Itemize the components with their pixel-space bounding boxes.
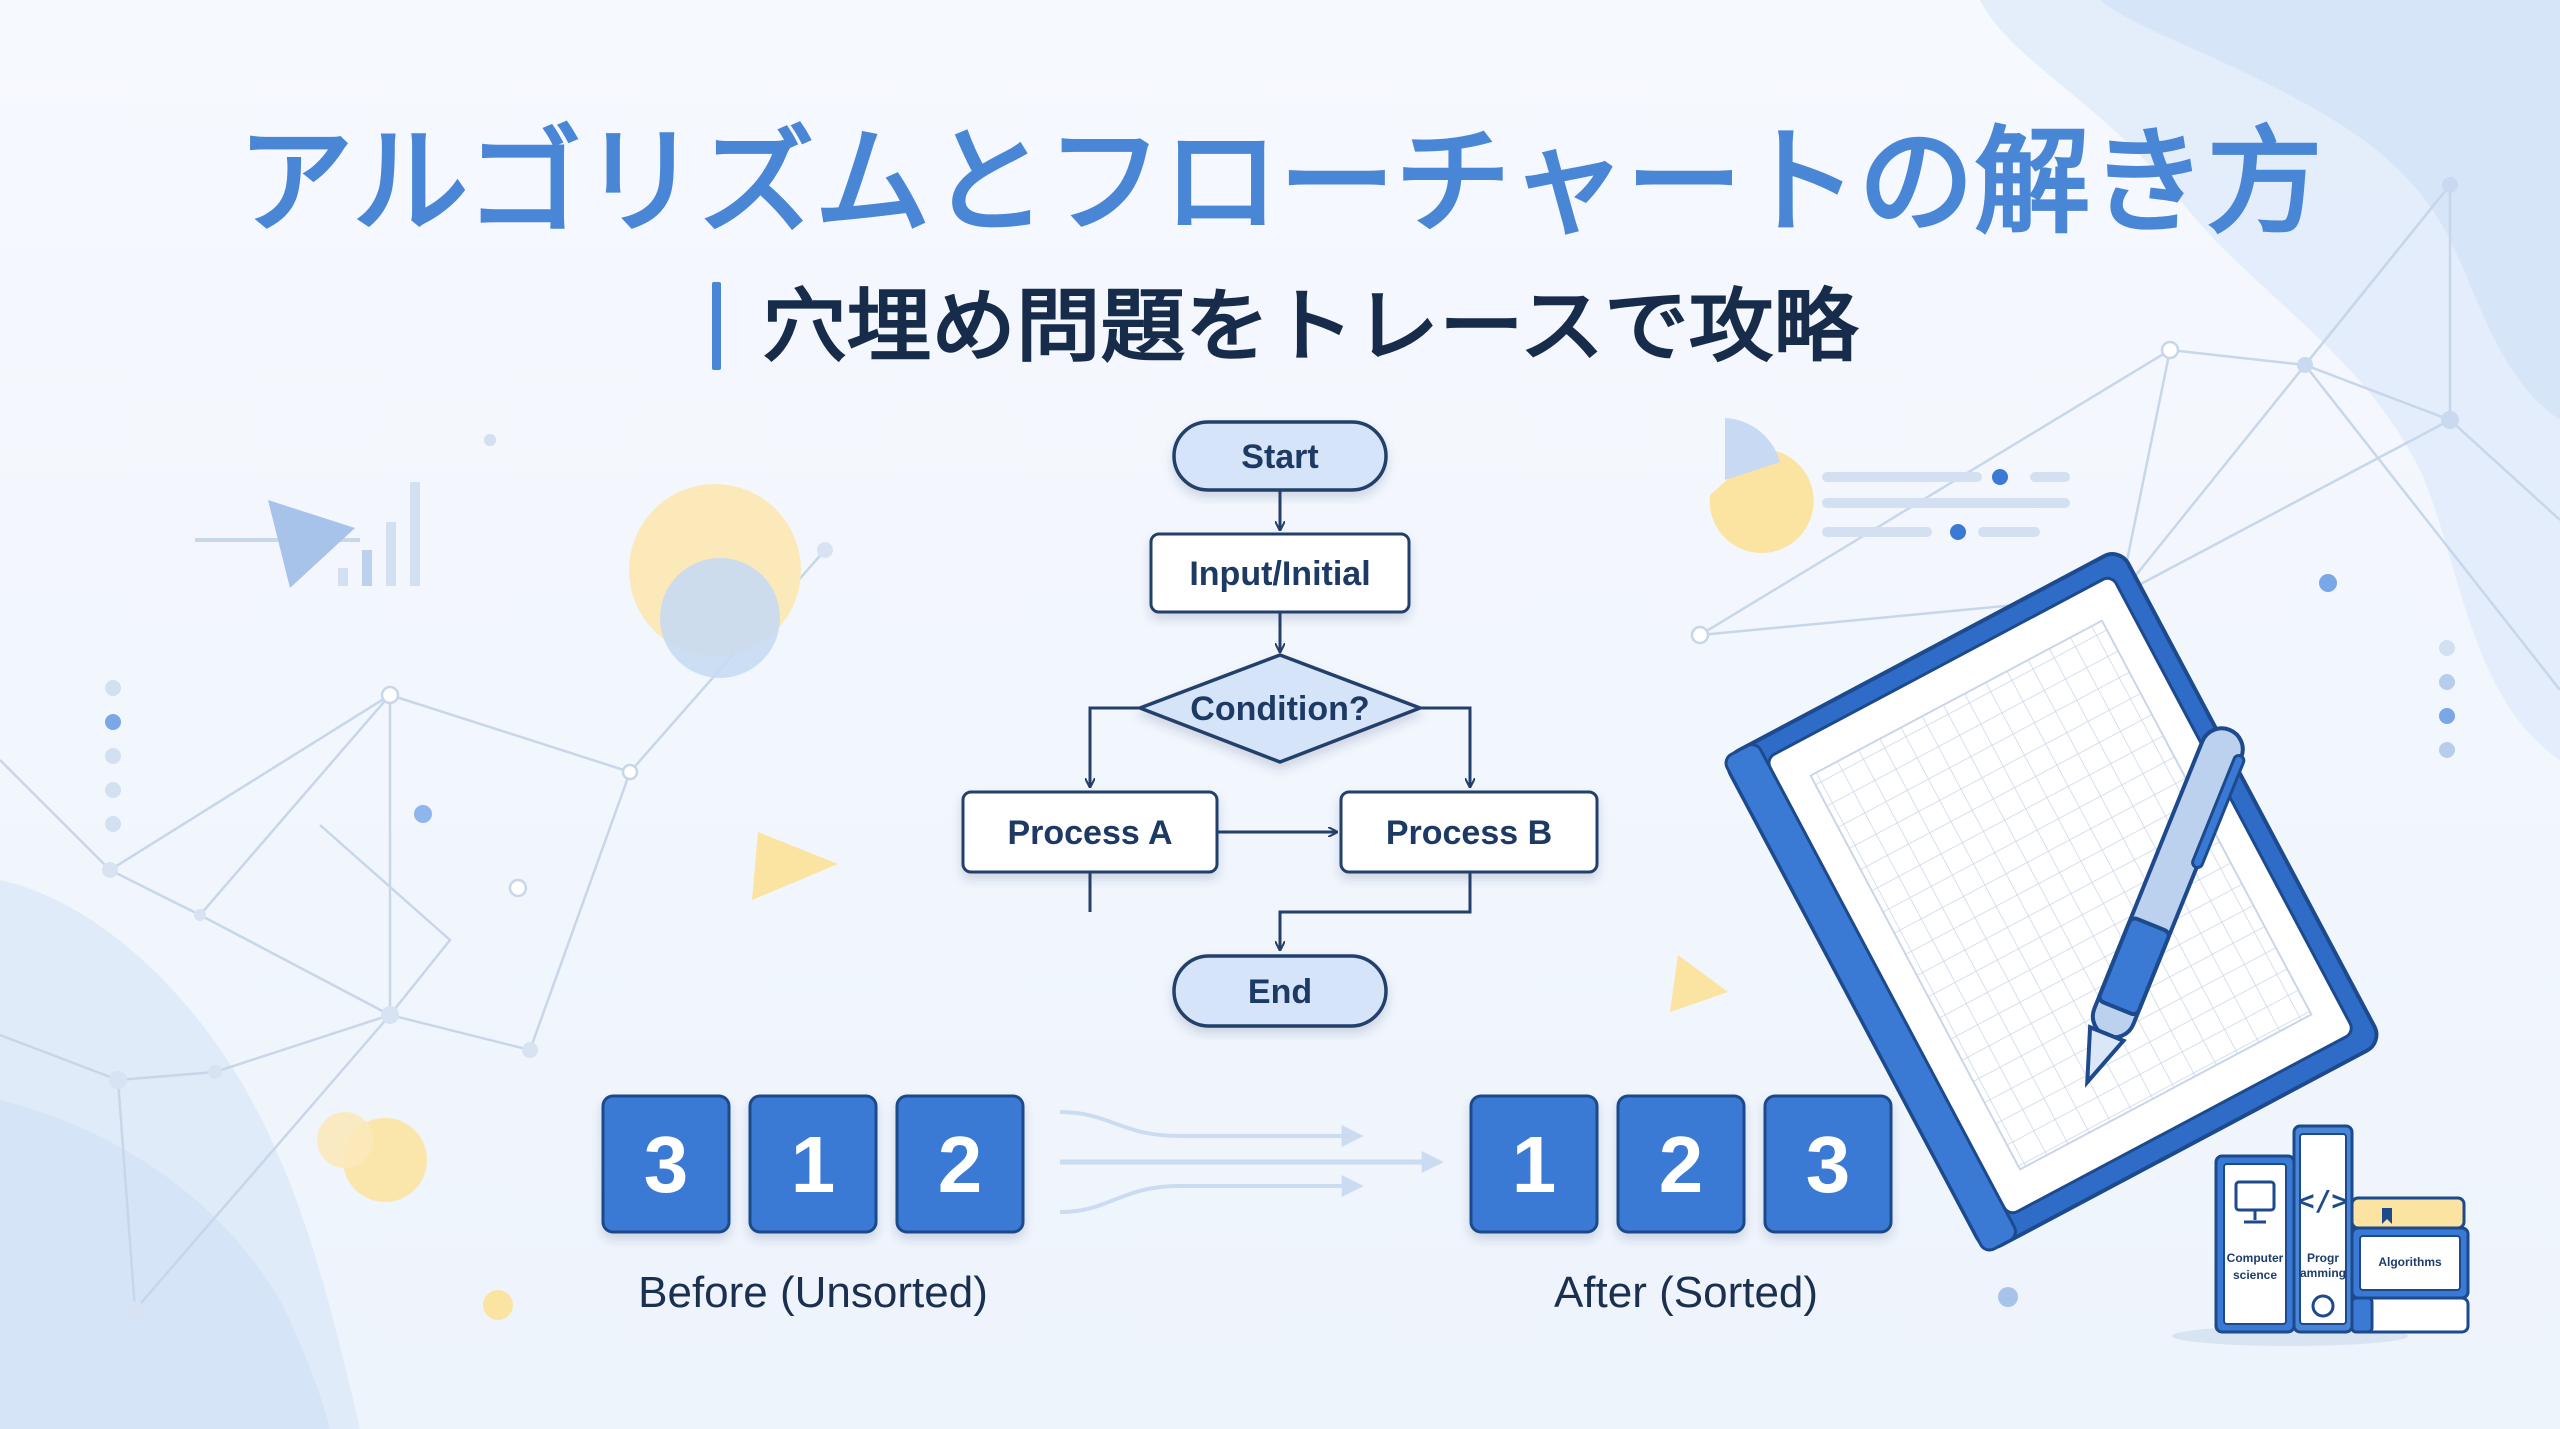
flowchart-start-label: Start xyxy=(1241,438,1318,476)
array-card xyxy=(895,1094,1025,1234)
array-card-value: 2 xyxy=(1659,1120,1704,1209)
monitor-icon xyxy=(2234,1180,2276,1224)
array-card xyxy=(748,1094,878,1234)
array-card-value: 1 xyxy=(1512,1120,1557,1209)
flowchart-end-label: End xyxy=(1248,973,1312,1011)
flowchart-input xyxy=(1149,532,1411,614)
pen-icon xyxy=(2084,726,2246,1088)
notebook-icon xyxy=(1724,552,2379,1252)
book2-line2: amming xyxy=(2300,1266,2346,1280)
flowchart-start xyxy=(1172,420,1388,492)
dot-column-left xyxy=(105,680,121,832)
flowchart-process-a xyxy=(961,790,1219,874)
flowchart-process-a-label: Process A xyxy=(1007,814,1172,852)
bookmark-icon xyxy=(2382,1208,2392,1224)
array-card xyxy=(601,1094,731,1234)
book1-line1: Computer xyxy=(2227,1251,2284,1265)
flowchart: Start Input/Initial Condition? Process A… xyxy=(961,420,1599,1028)
sort-after: 1 2 3 After (Sorted) xyxy=(1469,1094,1893,1317)
subtitle: 穴埋め問題をトレースで攻略 xyxy=(762,280,1860,373)
sort-arrows xyxy=(1059,1110,1444,1214)
flowchart-end xyxy=(1172,954,1388,1028)
connector-condition-b xyxy=(1420,706,1470,787)
main-title: アルゴリズムとフローチャートの解き方 xyxy=(238,115,2323,250)
after-label: After (Sorted) xyxy=(1554,1268,1818,1317)
bar-chart-icon xyxy=(195,482,420,588)
book2-line1: Progr xyxy=(2307,1251,2339,1265)
array-card-value: 3 xyxy=(1806,1120,1851,1209)
array-card-value: 2 xyxy=(938,1120,983,1209)
connector-b-end xyxy=(1280,872,1472,950)
book-computer-science: Computer science xyxy=(2214,1154,2296,1334)
connector-condition-a xyxy=(1090,706,1140,787)
array-card xyxy=(1469,1094,1599,1234)
flowchart-process-b-label: Process B xyxy=(1386,814,1552,852)
array-card-value: 1 xyxy=(791,1120,836,1209)
subtitle-accent-bar xyxy=(712,282,721,370)
sort-before: 3 1 2 Before (Unsorted) xyxy=(601,1094,1025,1317)
flowchart-process-b xyxy=(1339,790,1599,874)
flowchart-input-label: Input/Initial xyxy=(1189,555,1370,593)
blue-circle-decoration xyxy=(660,558,780,678)
text-lines-icon xyxy=(1822,469,2070,540)
array-card xyxy=(1616,1094,1746,1234)
right-network xyxy=(1690,177,2560,691)
code-icon: </> xyxy=(2298,1184,2349,1217)
flowchart-condition xyxy=(1135,653,1425,764)
pie-chart-icon xyxy=(1709,418,1814,553)
array-card xyxy=(1763,1094,1893,1234)
book-programming: </> Progr amming xyxy=(2292,1124,2354,1334)
before-label: Before (Unsorted) xyxy=(638,1268,988,1317)
play-triangle-icon xyxy=(1670,955,1728,1012)
dot-column-right xyxy=(2439,640,2455,758)
title-block: アルゴリズムとフローチャートの解き方 穴埋め問題をトレースで攻略 xyxy=(238,115,2323,373)
book-algorithms: Algorithms xyxy=(2350,1196,2470,1334)
play-triangle-icon xyxy=(752,832,838,900)
books-illustration: Computer science </> Progr amming Algori… xyxy=(2172,1124,2470,1346)
array-card-value: 3 xyxy=(644,1120,689,1209)
book3-title: Algorithms xyxy=(2378,1255,2442,1269)
flowchart-condition-label: Condition? xyxy=(1190,690,1369,728)
book1-line2: science xyxy=(2233,1268,2277,1282)
